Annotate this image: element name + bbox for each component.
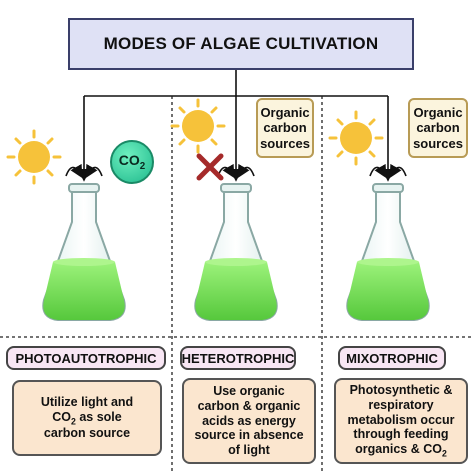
organic-label-line: carbon [416, 120, 460, 136]
co2-text: CO2 [118, 152, 146, 172]
mode-label-heterotrophic: HETEROTROPHIC [180, 346, 296, 370]
flask-icon [194, 183, 278, 321]
organic-label-line: sources [413, 135, 463, 151]
mode-label-photoautotrophic: PHOTOAUTOTROPHIC [6, 346, 166, 370]
sun-icon [6, 129, 62, 185]
sun-icon [328, 110, 384, 166]
organic-label-line: Organic [413, 105, 463, 120]
organic-carbon-box-mixotrophic: Organic carbon sources [408, 98, 468, 158]
description-heterotrophic: Use organic carbon & organic acids as en… [182, 378, 316, 464]
organic-label-line: Organic [260, 105, 310, 120]
organic-label-line: sources [260, 135, 310, 151]
cross-icon [196, 153, 224, 181]
mode-label-mixotrophic: MIXOTROPHIC [338, 346, 446, 370]
description-photoautotrophic: Utilize light and CO2 as sole carbon sou… [12, 380, 162, 456]
organic-carbon-box-heterotrophic: Organic carbon sources [256, 98, 314, 158]
intake-arrows [65, 163, 407, 179]
flask-icon [42, 183, 126, 321]
flask-icon [346, 183, 430, 321]
organic-label-line: carbon [263, 120, 307, 136]
description-mixotrophic: Photosynthetic & respiratory metabolism … [334, 378, 468, 464]
co2-bubble-icon: CO2 [110, 140, 154, 184]
page-title: MODES OF ALGAE CULTIVATION [68, 18, 414, 70]
title-text: MODES OF ALGAE CULTIVATION [103, 34, 379, 53]
sun-icon [170, 98, 226, 154]
